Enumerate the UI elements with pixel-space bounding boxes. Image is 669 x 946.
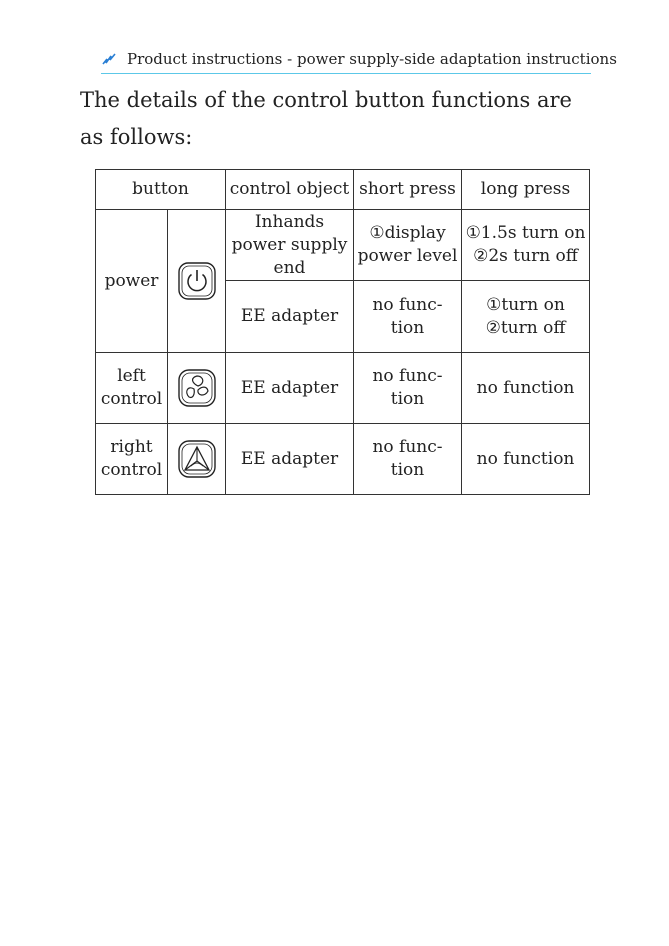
table-row: EE adapter no func-tion ①turn on ②turn o…	[96, 280, 590, 353]
short-press-cell: no func-tion	[353, 352, 462, 424]
button-icon-cell	[167, 209, 226, 353]
header-short-press: short press	[353, 169, 462, 210]
long-press-cell: no function	[461, 352, 590, 424]
control-object-cell: EE adapter	[225, 280, 354, 353]
long-press-line: ①1.5s turn on	[465, 223, 586, 243]
long-press-cell: no function	[461, 423, 590, 495]
long-press-cell: ①turn on ②turn off	[461, 280, 590, 353]
header-control-object: control object	[225, 169, 354, 210]
long-press-line: ①turn on	[486, 294, 565, 315]
button-name-left-control: left control	[95, 352, 168, 424]
header-title: Product instructions - power supply-side…	[127, 50, 617, 68]
brand-mark-icon	[102, 53, 116, 65]
table-row: power Inhands power supply end ①display …	[95, 209, 590, 353]
button-icon-cell	[167, 352, 226, 424]
long-press-cell: ①1.5s turn on ②2s turn off	[461, 209, 590, 281]
table-header-row: button control object short press long p…	[95, 169, 590, 210]
long-press-line: ②turn off	[485, 317, 566, 338]
button-name-right-control: right control	[95, 423, 168, 495]
header-button: button	[95, 169, 226, 210]
intro-paragraph: The details of the control button functi…	[80, 88, 572, 149]
table-row: left control EE adapter no func-tion no …	[95, 352, 590, 424]
control-object-cell: EE adapter	[225, 352, 354, 424]
button-icon-cell	[167, 423, 226, 495]
button-name-power: power	[95, 209, 168, 353]
table-row: right control EE adapter no func-tion no…	[95, 423, 590, 495]
short-press-cell: no func-tion	[353, 280, 462, 353]
long-press-line: ②2s turn off	[473, 246, 578, 266]
left-control-icon	[177, 369, 216, 407]
right-control-icon	[177, 440, 216, 478]
page-header: Product instructions - power supply-side…	[101, 46, 617, 74]
button-function-table: button control object short press long p…	[95, 169, 590, 495]
control-object-cell: Inhands power supply end	[225, 209, 354, 281]
short-press-cell: ①display power level	[353, 209, 462, 281]
short-press-cell: no func-tion	[353, 423, 462, 495]
power-icon	[177, 262, 216, 300]
control-object-cell: EE adapter	[225, 423, 354, 495]
header-long-press: long press	[461, 169, 590, 210]
